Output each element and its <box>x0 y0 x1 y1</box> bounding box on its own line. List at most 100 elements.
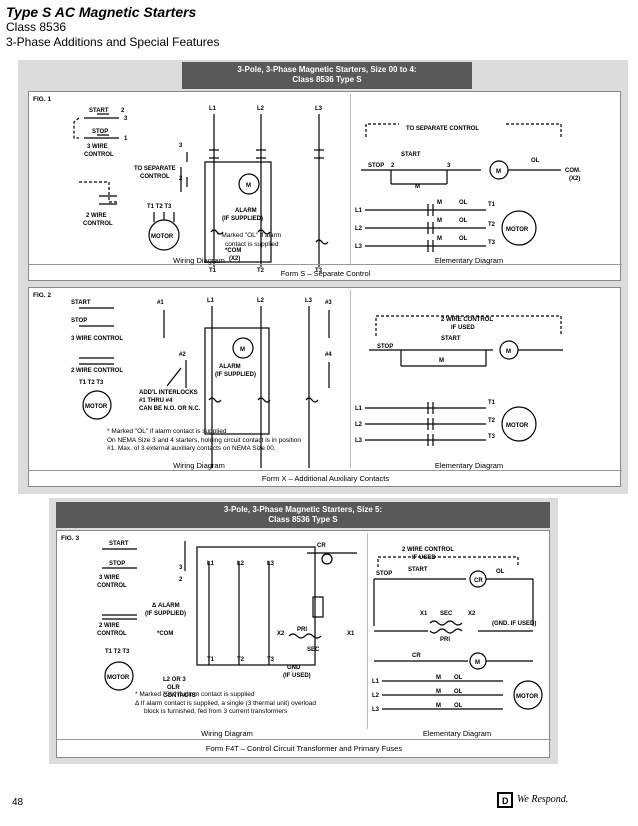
fig2-interlocks-line2: #1 THRU #4 <box>139 398 173 404</box>
fig3-gnd-if-used-label: (IF USED) <box>283 673 311 679</box>
fig3-elem-cr-label: CR <box>474 578 483 584</box>
svg-text:T1: T1 <box>488 400 496 406</box>
svg-text:1: 1 <box>124 136 128 142</box>
svg-text:STOP: STOP <box>71 318 87 324</box>
svg-text:L3: L3 <box>315 106 323 112</box>
svg-text:START: START <box>401 152 421 158</box>
svg-text:T3: T3 <box>488 434 496 440</box>
svg-text:T2: T2 <box>237 657 245 663</box>
fig3-form-caption: Form F4T – Control Circuit Transformer a… <box>205 744 403 753</box>
svg-text:L3: L3 <box>355 438 363 444</box>
svg-text:#4: #4 <box>325 352 332 358</box>
svg-text:L1: L1 <box>209 106 217 112</box>
fig3-note: * Marked "OL" if alarm contact is suppli… <box>135 691 316 717</box>
fig2-frame: FIG. 2 START STOP 3 WIRE CONTROL 2 WIRE C… <box>28 287 622 487</box>
class-line: Class 8536 <box>6 20 67 34</box>
fig2-interlocks-line3: CAN BE N.O. OR N.C. <box>139 406 201 412</box>
page-subtitle: 3-Phase Additions and Special Features <box>6 35 220 49</box>
svg-text:L3: L3 <box>355 244 363 250</box>
svg-text:L2: L2 <box>257 298 265 304</box>
svg-text:T1: T1 <box>209 268 217 274</box>
svg-text:L3: L3 <box>305 298 313 304</box>
svg-text:T1 T2 T3: T1 T2 T3 <box>105 649 130 655</box>
svg-text:2: 2 <box>179 176 183 182</box>
logo-letter: D <box>502 796 509 806</box>
fig2-label: FIG. 2 <box>33 292 52 299</box>
svg-text:2: 2 <box>391 163 395 169</box>
svg-text:2: 2 <box>179 577 183 583</box>
fig1-2wire-control-label: CONTROL <box>83 221 113 227</box>
svg-text:M: M <box>496 169 501 175</box>
svg-text:M: M <box>437 236 442 242</box>
fig2-3wire-label: 3 WIRE CONTROL <box>71 336 123 342</box>
svg-text:M: M <box>506 349 511 355</box>
fig2-divider <box>350 290 351 468</box>
svg-text:START: START <box>71 300 91 306</box>
svg-text:MOTOR: MOTOR <box>506 227 529 233</box>
fig2-elem-2wire-label: 2 WIRE CONTROL <box>441 317 493 323</box>
fig2-interlocks-line1: ADD'L INTERLOCKS <box>139 390 198 396</box>
fig1-note-line2: contact is supplied <box>225 240 279 248</box>
svg-text:L2: L2 <box>237 561 245 567</box>
svg-text:L1: L1 <box>355 406 363 412</box>
fig1-divider <box>350 94 351 264</box>
svg-text:2: 2 <box>121 108 125 114</box>
fig1-x2-label: (X2) <box>229 256 240 262</box>
fig2-note-line1: * Marked "OL" if alarm contact is suppli… <box>107 428 227 435</box>
fig2-elementary-diagram: 2 WIRE CONTROL IF USED START STOP M M L1… <box>355 315 563 446</box>
svg-text:L3: L3 <box>372 707 380 713</box>
fig3-note-line3: block is furnished, fed from 3 current t… <box>144 708 288 715</box>
svg-text:T2: T2 <box>257 268 265 274</box>
fig2-elementary-caption: Elementary Diagram <box>434 461 504 470</box>
fig2-2wire-label: 2 WIRE CONTROL <box>71 368 123 374</box>
svg-text:Δ ALARM: Δ ALARM <box>152 603 180 609</box>
section-a-panel: 3-Pole, 3-Phase Magnetic Starters, Size … <box>18 60 628 494</box>
fig1-caption-sep <box>29 264 622 265</box>
section-a-title: 3-Pole, 3-Phase Magnetic Starters, Size … <box>182 62 472 89</box>
fig2-caption-sep <box>29 470 622 471</box>
svg-text:START: START <box>109 541 129 547</box>
fig2-form-caption: Form X – Additional Auxiliary Contacts <box>261 474 390 483</box>
svg-text:L2: L2 <box>355 226 363 232</box>
fig3-olr-line3: CONTACTS <box>163 693 196 699</box>
svg-text:L2: L2 <box>372 693 380 699</box>
section-a-title-line1: 3-Pole, 3-Phase Magnetic Starters, Size … <box>237 65 417 74</box>
svg-text:MOTOR: MOTOR <box>516 694 539 700</box>
fig3-olr-line2: OLR <box>167 685 180 691</box>
svg-text:M: M <box>436 675 441 681</box>
svg-text:START: START <box>441 336 461 342</box>
fig1-note-line1: * Marked "OL" if alarm <box>217 232 282 239</box>
fig1-note: * Marked "OL" if alarm contact is suppli… <box>217 232 281 249</box>
fig1-wiring-caption: Wiring Diagram <box>173 256 225 265</box>
fig1-separate-control-label: CONTROL <box>140 174 170 180</box>
svg-text:L1: L1 <box>207 298 215 304</box>
svg-text:L3: L3 <box>267 561 275 567</box>
svg-text:2 WIRE CONTROL: 2 WIRE CONTROL <box>402 547 454 553</box>
fig3-note-line1: * Marked "OL" if alarm contact is suppli… <box>135 691 255 698</box>
svg-text:STOP: STOP <box>109 561 125 567</box>
svg-text:T2: T2 <box>488 222 496 228</box>
svg-text:*COM: *COM <box>157 631 173 637</box>
fig2-elem-if-used-label: IF USED <box>451 325 475 331</box>
svg-text:#1: #1 <box>157 300 164 306</box>
svg-text:3: 3 <box>447 163 451 169</box>
svg-text:T1: T1 <box>488 202 496 208</box>
svg-text:L1: L1 <box>372 679 380 685</box>
fig1-motor-label: MOTOR <box>151 234 174 240</box>
svg-text:OL: OL <box>531 158 540 164</box>
svg-text:CR: CR <box>317 543 326 549</box>
svg-text:OL: OL <box>454 703 463 709</box>
svg-text:X2: X2 <box>468 611 476 617</box>
page-number: 48 <box>12 797 24 808</box>
svg-text:M: M <box>475 660 480 666</box>
svg-text:M: M <box>240 347 245 353</box>
section-b-title: 3-Pole, 3-Phase Magnetic Starters, Size … <box>56 502 550 528</box>
svg-text:3: 3 <box>179 565 183 571</box>
brand-logo-icon: D <box>497 792 513 808</box>
svg-text:ALARM: ALARM <box>219 364 241 370</box>
